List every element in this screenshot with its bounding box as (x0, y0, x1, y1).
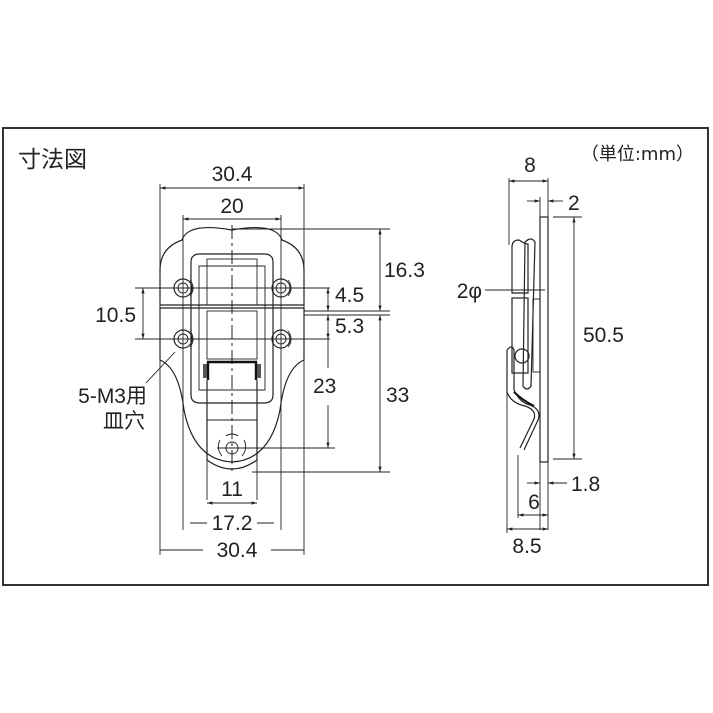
dim-overall-depth: 8.5 (512, 535, 541, 558)
hole-note-line1: 5-M3用 (78, 385, 147, 408)
drawing-frame (2, 127, 709, 586)
front-view: 30.4 20 10.5 16.3 4.5 5.3 23 33 11 17.2 … (78, 163, 425, 562)
dim-upper-hole-offset: 4.5 (335, 284, 364, 307)
side-view: 8 2 2φ 50.5 1.8 6 8.5 (457, 154, 624, 558)
dim-overall-width-top: 30.4 (212, 163, 253, 186)
dim-overall-width-bottom: 30.4 (217, 539, 258, 562)
dim-hook-depth: 6 (528, 491, 540, 514)
dim-hole-pitch-width: 20 (220, 195, 243, 218)
dim-bottom-plate-thickness: 1.8 (571, 473, 600, 496)
dim-top-to-split: 16.3 (384, 259, 425, 282)
dim-lower-width: 17.2 (212, 512, 253, 535)
dim-hook-width: 11 (221, 478, 243, 501)
dim-split-to-bottom: 33 (386, 384, 409, 407)
dim-plate-thickness: 2 (568, 192, 580, 215)
dim-top-depth: 8 (524, 154, 536, 177)
dim-hole-pitch-vertical: 10.5 (95, 304, 136, 327)
dim-lower-hole-to-pin: 23 (313, 375, 336, 398)
dim-overall-height: 50.5 (583, 324, 624, 347)
hole-note-line2: 皿穴 (103, 410, 145, 433)
dim-lower-hole-offset: 5.3 (335, 315, 364, 338)
dim-pin-diameter: 2φ (457, 280, 482, 303)
drawing-title: 寸法図 (18, 147, 87, 173)
unit-note: （単位:mm） (581, 144, 694, 165)
